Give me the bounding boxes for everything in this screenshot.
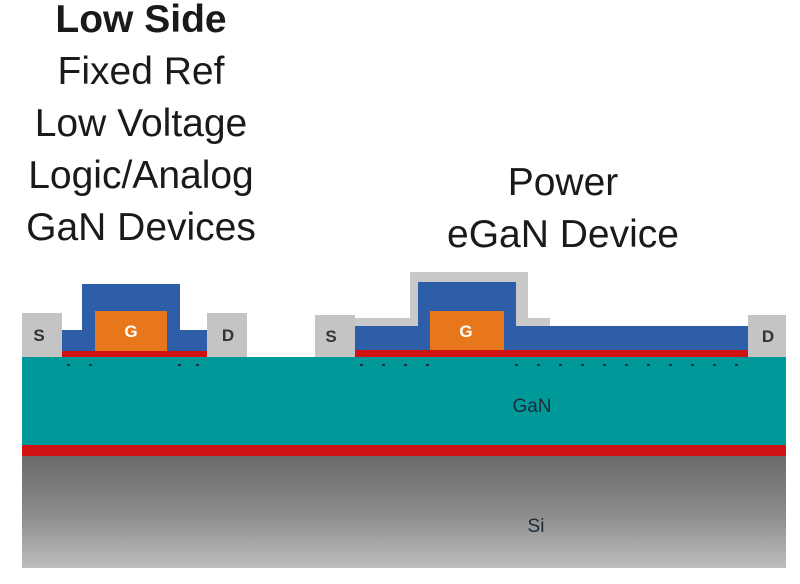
right-gate-metal: [430, 311, 504, 351]
left-source-contact: [22, 313, 62, 357]
gan-label: GaN: [512, 396, 551, 417]
right-source-label: S: [325, 327, 336, 346]
left-caption-line-3: Low Voltage: [34, 102, 248, 145]
right-drain-contact: [748, 315, 786, 357]
left-gate-metal: [95, 311, 167, 351]
right-drain-label: D: [762, 327, 774, 346]
left-channel-strip: [62, 351, 207, 357]
left-gate-label: G: [124, 322, 137, 341]
interface-layer: [22, 445, 786, 456]
gan-layer: [22, 357, 786, 445]
left-source-label: S: [33, 326, 44, 345]
left-caption-title: Low Side: [55, 0, 227, 41]
right-gate-label: G: [459, 322, 472, 341]
right-channel-strip: [355, 350, 748, 357]
left-drain-contact: [207, 313, 247, 357]
left-caption: Low Side Fixed Ref Low Voltage Logic/Ana…: [0, 0, 282, 254]
right-2deg-dashes: [360, 364, 738, 366]
left-caption-line-5: GaN Devices: [26, 206, 256, 249]
right-source-contact: [315, 315, 355, 357]
right-caption-line-1: Power: [507, 161, 619, 204]
left-caption-line-4: Logic/Analog: [28, 154, 254, 197]
right-device: S D G: [315, 272, 786, 357]
left-drain-label: D: [222, 326, 234, 345]
right-field-plate: [355, 272, 550, 326]
right-caption-line-2: eGaN Device: [447, 213, 679, 256]
left-device: S D G: [22, 284, 247, 357]
right-caption: Power eGaN Device: [398, 157, 728, 261]
si-label: Si: [528, 516, 545, 537]
left-2deg-dashes: [67, 364, 199, 366]
left-caption-line-2: Fixed Ref: [57, 50, 225, 93]
silicon-substrate: [22, 456, 786, 568]
